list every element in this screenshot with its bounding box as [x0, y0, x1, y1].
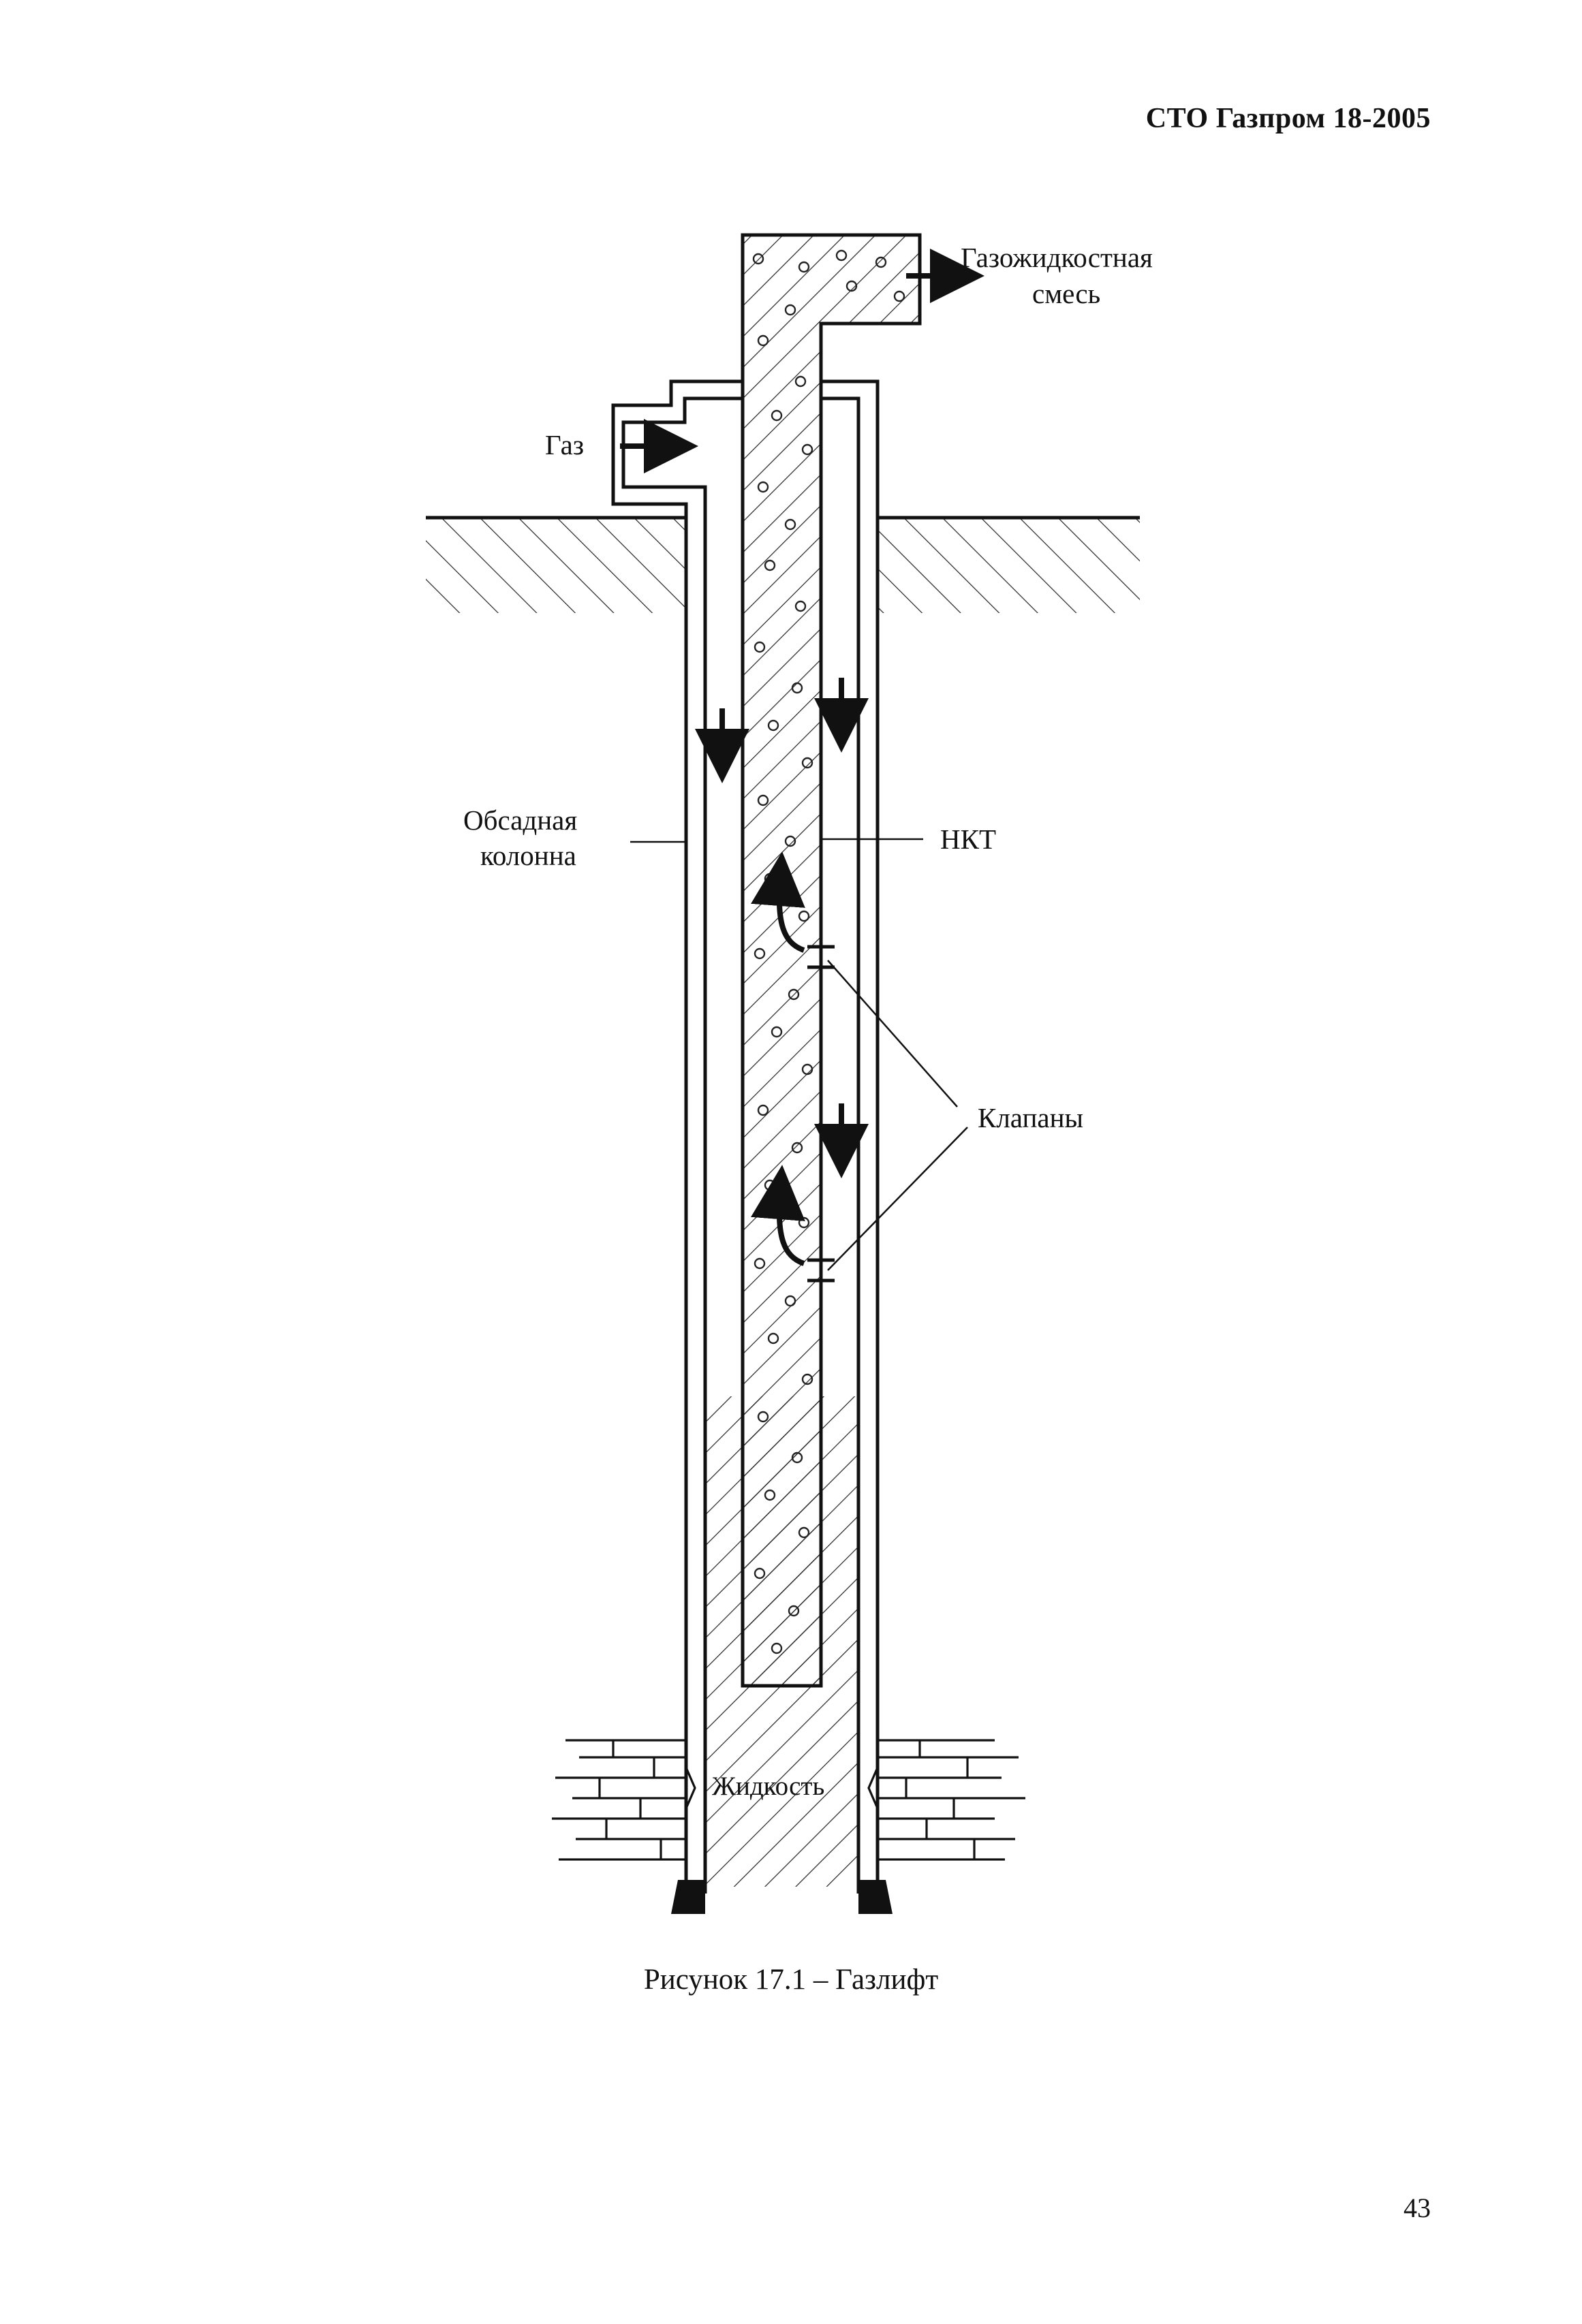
valve-lower [807, 1258, 835, 1283]
tubing-label: НКТ [940, 823, 996, 855]
rock-formation [552, 1739, 1025, 1861]
ground-surface [426, 516, 1140, 613]
gas-lift-diagram: Газожидкостная смесь Газ Обсадная колонн… [426, 233, 1153, 1914]
casing-label-line1: Обсадная [463, 804, 577, 836]
leader-lines [630, 838, 968, 1271]
gas-inlet-label: Газ [545, 429, 584, 460]
up-arrow-lower [751, 1165, 805, 1266]
casing-walls [611, 379, 880, 1894]
outlet-label-line1: Газожидкостная [961, 242, 1153, 273]
tubing-column [741, 233, 922, 1688]
casing-label-line2: колонна [480, 840, 576, 871]
gas-lift-figure: Газожидкостная смесь Газ Обсадная колонн… [426, 233, 1153, 1914]
valves-label: Клапаны [978, 1102, 1083, 1133]
casing-shoes [671, 1880, 893, 1914]
valve-upper [807, 945, 835, 969]
liquid-label: Жидкость [712, 1772, 824, 1801]
page-number: 43 [1403, 2193, 1431, 2223]
figure-caption: Рисунок 17.1 – Газлифт [643, 1964, 939, 1996]
document-header: СТО Газпром 18-2005 [1145, 103, 1431, 134]
flow-arrows [620, 249, 984, 1266]
up-arrow-upper [751, 851, 805, 953]
outlet-label-line2: смесь [1032, 278, 1100, 309]
